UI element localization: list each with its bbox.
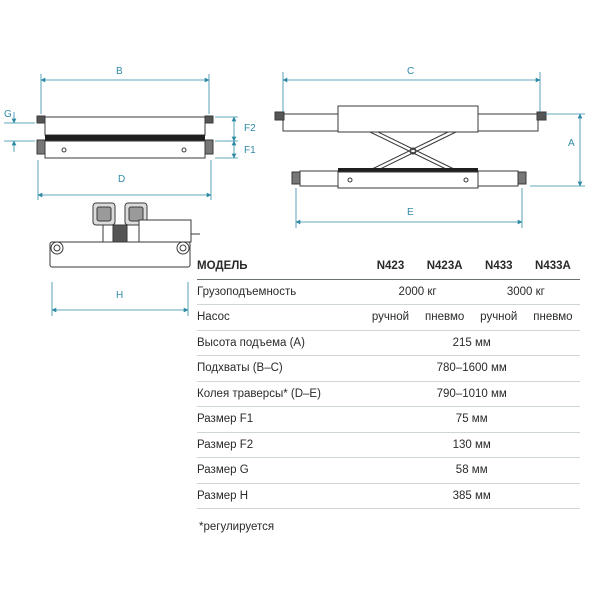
row-label: Размер G xyxy=(197,457,364,484)
pump-value: ручной xyxy=(471,304,526,331)
table-row: Грузоподъемность 2000 кг 3000 кг xyxy=(197,279,580,305)
dimension-lines-end xyxy=(51,282,189,316)
dimension-label-g: G xyxy=(4,109,12,120)
dimension-label-h: H xyxy=(116,290,123,301)
pump-value: пневмо xyxy=(525,304,580,331)
end-view xyxy=(49,202,200,268)
dimension-label-f1: F1 xyxy=(244,145,256,156)
dimension-lines-front xyxy=(4,74,238,200)
row-value: 75 мм xyxy=(363,406,580,433)
dimension-label-f2: F2 xyxy=(244,123,256,134)
footnote: *регулируется xyxy=(199,521,275,533)
row-label: Колея траверсы* (D–E) xyxy=(197,381,364,407)
side-view xyxy=(274,105,547,189)
row-label: Размер F2 xyxy=(197,432,364,458)
pump-value: пневмо xyxy=(417,304,472,331)
model-n423: N423 xyxy=(363,254,418,280)
model-n433: N433 xyxy=(471,254,526,280)
capacity-value-n433: 3000 кг xyxy=(471,279,580,305)
row-label: Подхваты (B–C) xyxy=(197,355,364,382)
table-row: Подхваты (B–C) 780–1600 мм xyxy=(197,355,580,382)
table-row: Высота подъема (A) 215 мм xyxy=(197,330,580,356)
row-label: Размер F1 xyxy=(197,406,364,433)
model-n423a: N423A xyxy=(417,254,472,280)
dimension-label-a: A xyxy=(568,138,575,149)
row-value: 385 мм xyxy=(363,483,580,509)
row-value: 780–1600 мм xyxy=(363,355,580,382)
row-value: 790–1010 мм xyxy=(363,381,580,407)
table-row: Размер H 385 мм xyxy=(197,483,580,509)
table-row: Насос ручной пневмо ручной пневмо xyxy=(197,304,580,331)
pump-label: Насос xyxy=(197,304,364,331)
table-header-row: МОДЕЛЬ N423 N423A N433 N433A xyxy=(197,254,580,280)
row-value: 215 мм xyxy=(363,330,580,356)
pump-value: ручной xyxy=(363,304,418,331)
table-row: Размер G 58 мм xyxy=(197,457,580,484)
dimension-label-d: D xyxy=(118,174,125,185)
row-label: Высота подъема (A) xyxy=(197,330,364,356)
spec-table: МОДЕЛЬ N423 N423A N433 N433A Грузоподъем… xyxy=(197,254,580,509)
model-n433a: N433A xyxy=(525,254,580,280)
row-label: Размер H xyxy=(197,483,364,509)
dimension-lines-side xyxy=(282,72,585,228)
dimension-label-b: B xyxy=(116,66,123,77)
table-row: Колея траверсы* (D–E) 790–1010 мм xyxy=(197,381,580,407)
capacity-label: Грузоподъемность xyxy=(197,279,364,305)
dimension-label-c: C xyxy=(407,66,414,77)
table-row: Размер F2 130 мм xyxy=(197,432,580,458)
row-value: 58 мм xyxy=(363,457,580,484)
capacity-value-n423: 2000 кг xyxy=(363,279,472,305)
front-view xyxy=(36,115,214,159)
model-header: МОДЕЛЬ xyxy=(197,254,364,280)
dimension-label-e: E xyxy=(407,207,414,218)
table-row: Размер F1 75 мм xyxy=(197,406,580,433)
row-value: 130 мм xyxy=(363,432,580,458)
